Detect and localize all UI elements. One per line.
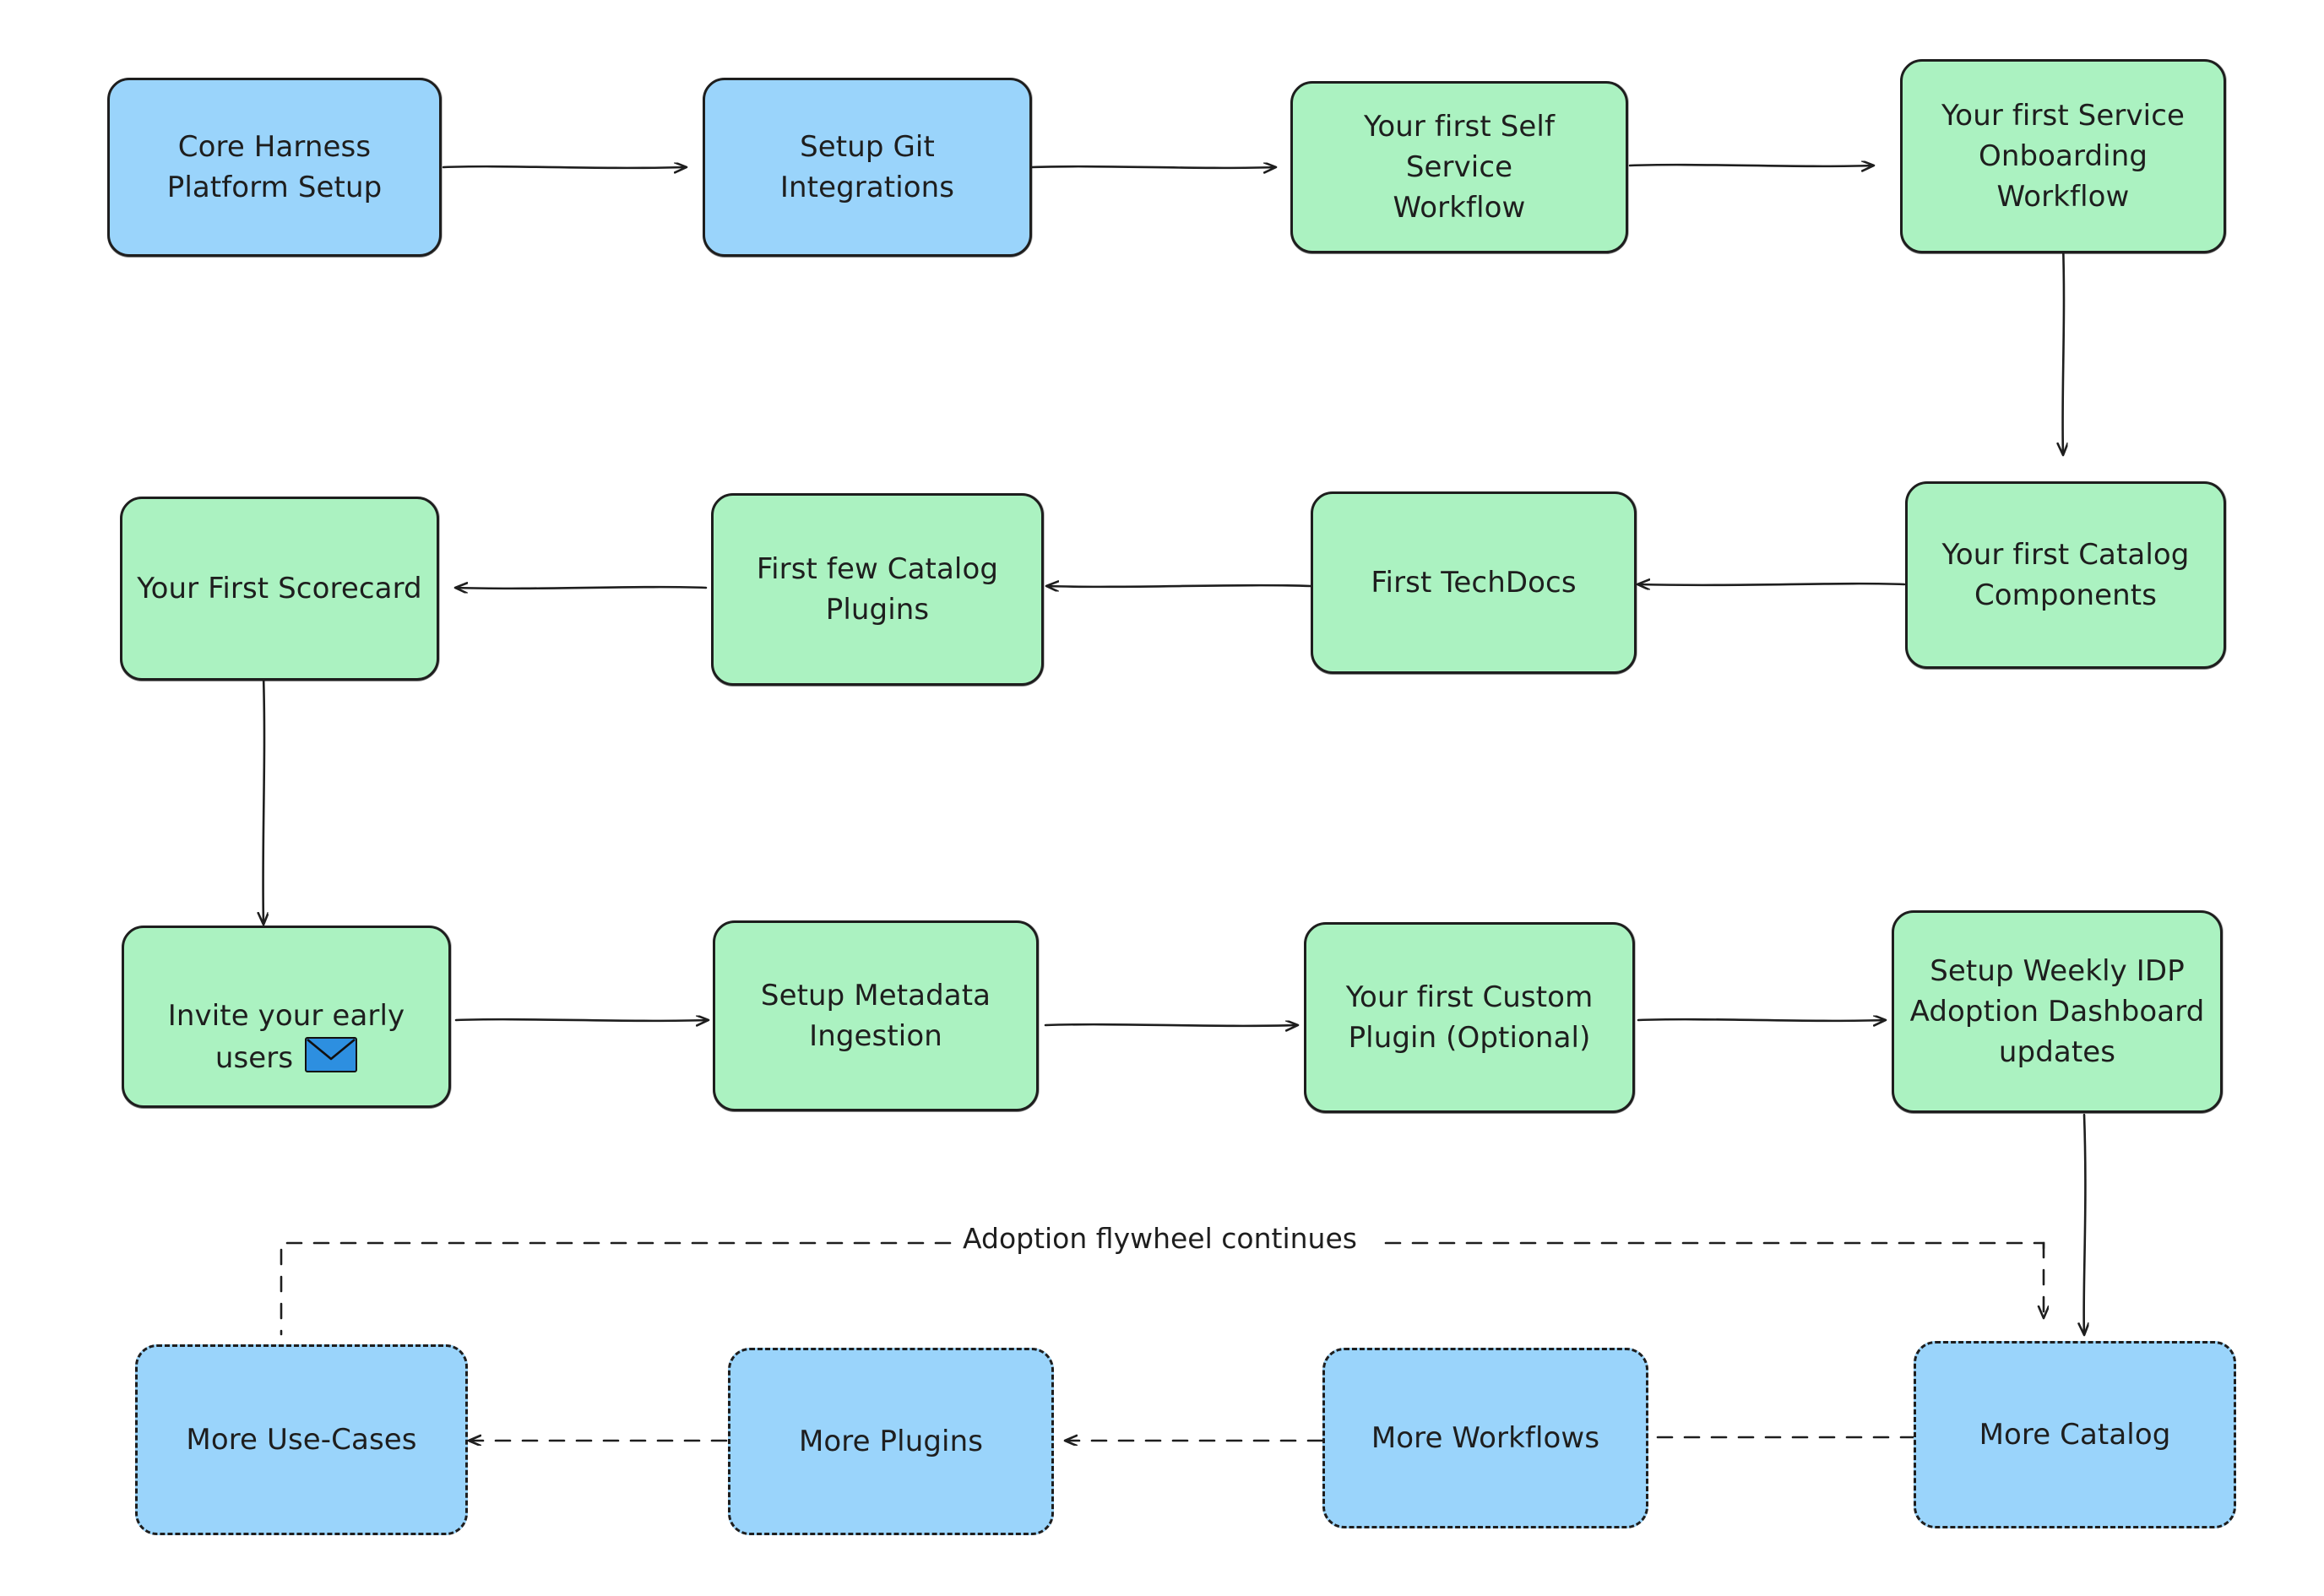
node-your-first-catalog-components[interactable]: Your first Catalog Components [1905, 481, 2226, 669]
envelope-icon [305, 1036, 358, 1072]
node-label: More Use-Cases [186, 1422, 417, 1457]
edge-n2-n3 [1030, 166, 1275, 168]
node-label: Setup Metadata Ingestion [760, 978, 991, 1053]
edge-label-flywheel: Adoption flywheel continues [954, 1224, 1366, 1252]
edge-flywheel-left [280, 1241, 952, 1336]
edge-n8-n9 [263, 674, 264, 924]
edge-n12-n13 [2084, 1113, 2086, 1334]
edge-n1-n2 [442, 166, 686, 168]
edge-n5-n6 [1638, 584, 1906, 585]
node-label: Setup Weekly IDP Adoption Dashboard upda… [1909, 953, 2205, 1070]
node-label: Your first Catalog Components [1941, 537, 2190, 612]
node-more-plugins[interactable]: More Plugins [728, 1348, 1054, 1535]
node-label: Your First Scorecard [137, 571, 422, 605]
edge-n11-n12 [1637, 1019, 1885, 1021]
edge-n9-n10 [454, 1019, 708, 1021]
node-your-first-custom-plugin-optional[interactable]: Your first Custom Plugin (Optional) [1304, 922, 1635, 1113]
node-setup-metadata-ingestion[interactable]: Setup Metadata Ingestion [713, 920, 1039, 1111]
edge-n4-n5 [2063, 242, 2064, 454]
node-your-first-scorecard[interactable]: Your First Scorecard [120, 497, 439, 681]
node-your-first-service-onboarding-workflow[interactable]: Your first Service Onboarding Workflow [1900, 59, 2226, 253]
node-label: More Plugins [798, 1424, 984, 1458]
node-label: Your first Service Onboarding Workflow [1941, 98, 2186, 214]
edge-n10-n11 [1044, 1024, 1297, 1026]
node-your-first-self-service-workflow[interactable]: Your first Self Service Workflow [1290, 81, 1628, 253]
node-label: Setup Git Integrations [779, 129, 955, 204]
node-label: Your first Custom Plugin (Optional) [1345, 980, 1594, 1055]
node-more-use-cases[interactable]: More Use-Cases [135, 1344, 468, 1535]
node-invite-your-early-users[interactable]: Invite your early users [122, 926, 451, 1108]
node-label: First TechDocs [1371, 565, 1577, 600]
node-setup-git-integrations[interactable]: Setup Git Integrations [703, 78, 1032, 257]
node-more-workflows[interactable]: More Workflows [1322, 1348, 1648, 1528]
node-core-harness-platform-setup[interactable]: Core Harness Platform Setup [107, 78, 442, 257]
edge-n3-n4 [1628, 165, 1873, 166]
edge-n7-n8 [456, 587, 708, 589]
node-label: Core Harness Platform Setup [166, 129, 383, 204]
node-label: Your first Self Service Workflow [1363, 109, 1556, 225]
edge-flywheel [1383, 1241, 2045, 1250]
node-first-few-catalog-plugins[interactable]: First few Catalog Plugins [711, 493, 1044, 686]
node-more-catalog[interactable]: More Catalog [1914, 1341, 2236, 1528]
node-label: Invite your early users [138, 955, 435, 1078]
node-setup-weekly-idp-adoption-dashboard-updates[interactable]: Setup Weekly IDP Adoption Dashboard upda… [1892, 910, 2223, 1113]
node-label: First few Catalog Plugins [756, 551, 999, 627]
node-label: More Catalog [1979, 1417, 2171, 1452]
node-label: More Workflows [1371, 1420, 1600, 1455]
edge-n6-n7 [1047, 585, 1312, 587]
node-label-text: Invite your early users [167, 999, 405, 1075]
node-first-techdocs[interactable]: First TechDocs [1311, 491, 1637, 674]
